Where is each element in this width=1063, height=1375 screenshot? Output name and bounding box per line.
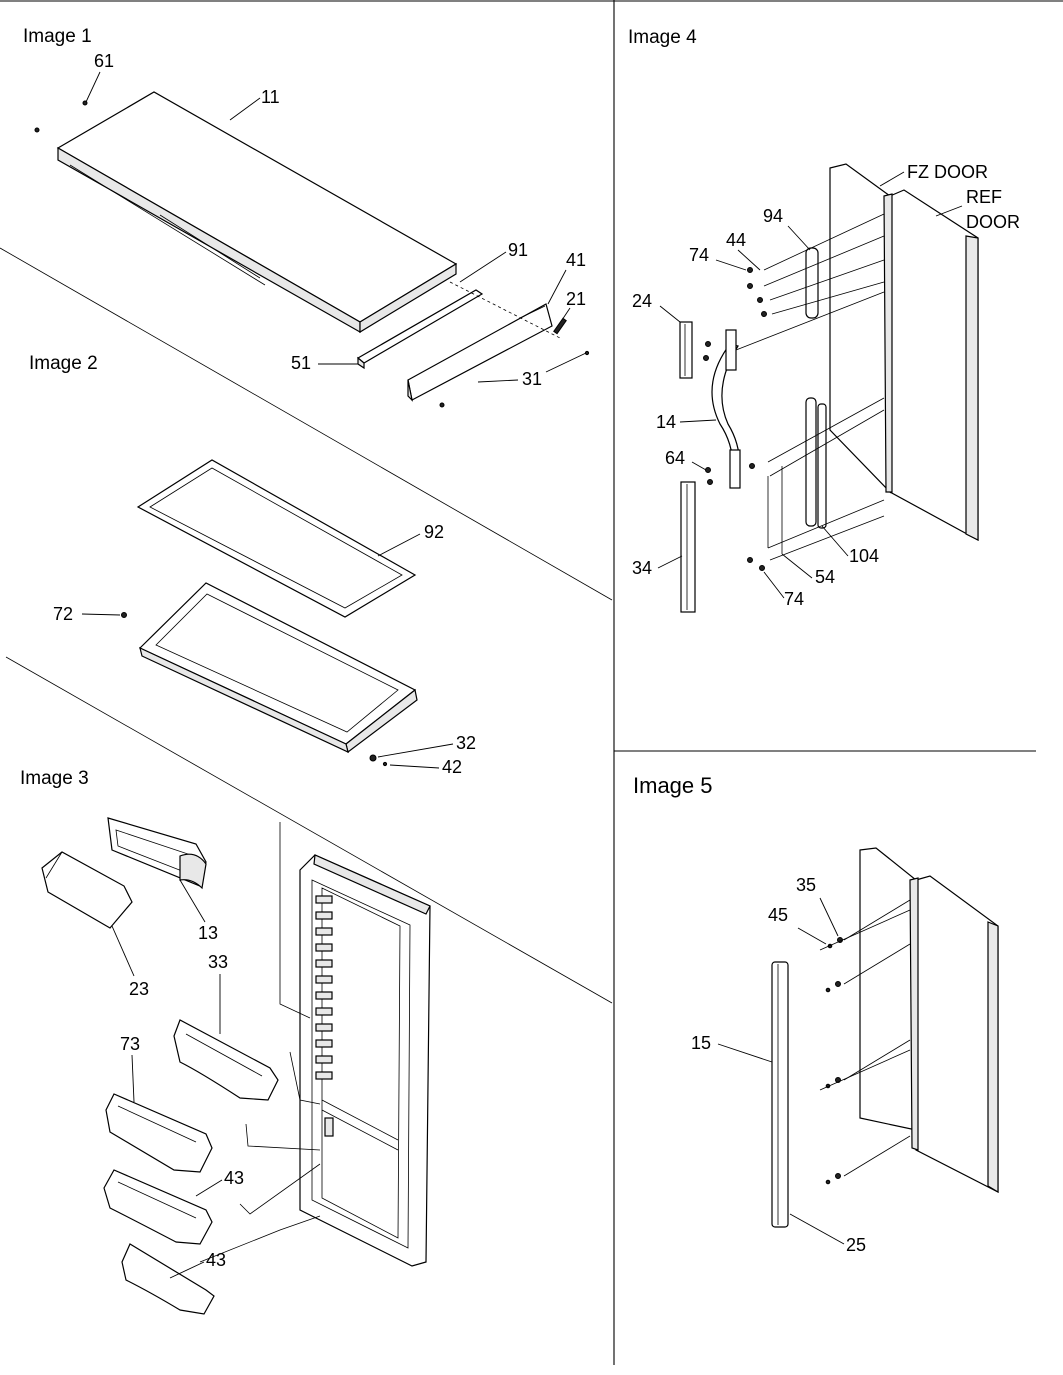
bin-part-43-lower [121, 1243, 215, 1315]
callout-fz-door: FZ DOOR [907, 162, 988, 182]
callout-73: 73 [120, 1034, 140, 1054]
callout-74-bottom: 74 [784, 589, 804, 609]
trim-part-104 [805, 397, 817, 527]
callout-45: 45 [768, 905, 788, 925]
trim-part-34 [680, 481, 696, 613]
callout-15: 15 [691, 1033, 711, 1053]
image4-door-handles [679, 163, 979, 613]
callout-21: 21 [566, 289, 586, 309]
callout-104: 104 [849, 546, 879, 566]
callout-13: 13 [198, 923, 218, 943]
callout-91: 91 [508, 240, 528, 260]
callout-44: 44 [726, 230, 746, 250]
glass-part-92 [136, 459, 417, 618]
callout-42: 42 [442, 757, 462, 777]
callout-54: 54 [815, 567, 835, 587]
part-42 [382, 761, 388, 767]
callout-94: 94 [763, 206, 783, 226]
callout-14: 14 [656, 412, 676, 432]
callout-72: 72 [53, 604, 73, 624]
freezer-door-panel [829, 163, 891, 494]
callout-ref-door: DOOR [966, 212, 1020, 232]
shelf-top-part-11 [56, 91, 458, 323]
panel-title-image2: Image 2 [29, 353, 98, 374]
panel-title-image3: Image 3 [20, 768, 89, 789]
trim-part-94 [805, 247, 819, 319]
image3-door-and-bins [41, 817, 431, 1315]
image2-glass-shelf [121, 459, 418, 767]
trim-part-24 [679, 321, 693, 379]
callout-11: 11 [261, 87, 280, 107]
screws-group-74 [703, 267, 767, 571]
callout-ref: REF [966, 187, 1002, 207]
image5-door-trim [771, 847, 999, 1228]
callout-51: 51 [291, 353, 311, 373]
callout-24: 24 [632, 291, 652, 311]
callout-92: 92 [424, 522, 444, 542]
trim-part-15 [771, 961, 789, 1228]
image1-shelf-assembly [34, 91, 590, 408]
callout-25: 25 [846, 1235, 866, 1255]
panel-title-image5: Image 5 [633, 773, 713, 798]
divider-line-image1-image2 [0, 247, 613, 601]
callout-23: 23 [129, 979, 149, 999]
image3-callouts: 13 23 33 73 43 43 [111, 879, 244, 1279]
door-shelf-ribs [315, 895, 333, 1080]
callout-61: 61 [94, 51, 114, 71]
image2-callouts: 92 72 32 42 [53, 522, 476, 777]
screws-group-35-45 [825, 937, 843, 1185]
callout-31: 31 [522, 369, 542, 389]
divider-line-image2-image3 [5, 656, 613, 1004]
screw-part-72 [121, 612, 127, 618]
callout-34: 34 [632, 558, 652, 578]
bin-part-43-upper [103, 1169, 213, 1245]
panel-title-image1: Image 1 [23, 26, 92, 47]
callout-64: 64 [665, 448, 685, 468]
callout-41: 41 [566, 250, 586, 270]
image4-callouts: FZ DOOR REF DOOR 94 74 44 24 14 64 34 10… [632, 162, 1020, 609]
callout-35: 35 [796, 875, 816, 895]
spring-part-21 [553, 317, 567, 335]
shelf-frame [138, 582, 417, 745]
image1-callouts: 61 11 91 41 21 51 31 [85, 51, 587, 389]
image5-freezer-door [859, 847, 917, 1131]
bin-part-73 [105, 1093, 213, 1173]
bin-part-33 [173, 1019, 279, 1101]
callout-74-top: 74 [689, 245, 709, 265]
part-32 [369, 754, 377, 762]
cover-part-23 [41, 851, 133, 929]
refrigerator-door-panel [889, 189, 979, 542]
callout-33: 33 [208, 952, 228, 972]
callout-43-upper: 43 [224, 1168, 244, 1188]
callout-32: 32 [456, 733, 476, 753]
image5-callouts: 35 45 15 25 [691, 875, 866, 1255]
panel-title-image4: Image 4 [628, 27, 697, 48]
image5-refrigerator-door [915, 875, 999, 1193]
callout-43-lower: 43 [206, 1250, 226, 1270]
